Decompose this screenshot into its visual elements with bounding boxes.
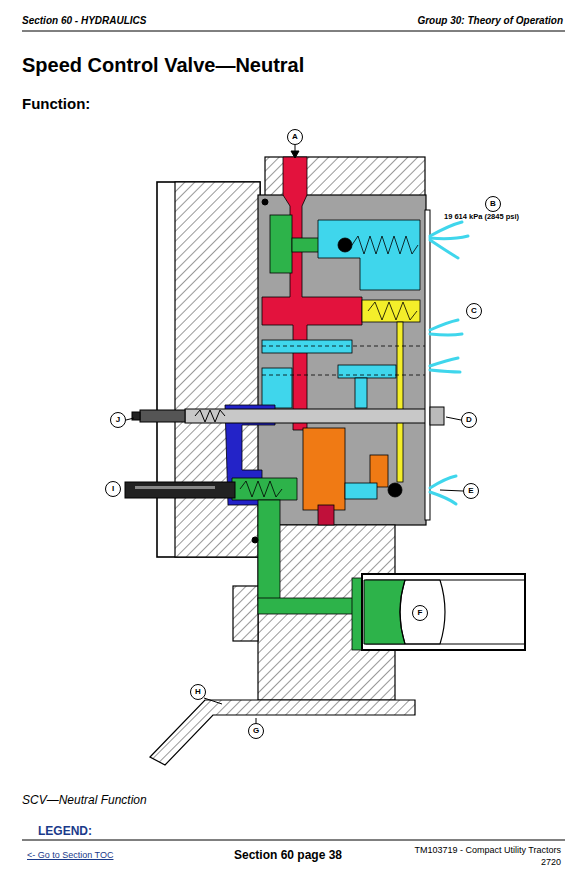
callout-circle: I bbox=[105, 481, 121, 497]
figure-caption: SCV—Neutral Function bbox=[22, 794, 147, 808]
leader-line bbox=[126, 145, 463, 723]
spool-and-fittings bbox=[185, 409, 430, 423]
page-id: 2720 bbox=[541, 857, 561, 867]
cylinder bbox=[362, 574, 525, 650]
oil-splash bbox=[430, 320, 458, 330]
pressure-passages bbox=[388, 483, 402, 497]
page-title: Speed Control Valve—Neutral bbox=[22, 54, 304, 77]
section-heading: Function: bbox=[22, 95, 90, 112]
pressure-passages bbox=[355, 378, 367, 408]
callout-circle: E bbox=[463, 483, 479, 499]
header-text: Section 60 - HYDRAULICS bbox=[22, 15, 146, 27]
leader-line bbox=[440, 490, 463, 491]
header-text: Group 30: Theory of Operation bbox=[417, 15, 563, 27]
oil-splash bbox=[430, 476, 456, 488]
spool-and-fittings bbox=[135, 486, 215, 489]
housing bbox=[233, 586, 258, 641]
pressure-passages bbox=[352, 236, 418, 254]
pressure-passages bbox=[258, 500, 280, 600]
oil-splash bbox=[430, 240, 458, 258]
manual-id: TM103719 - Compact Utility Tractors bbox=[414, 845, 561, 855]
pressure-passages bbox=[338, 365, 396, 378]
pressure-passages bbox=[262, 375, 425, 376]
callout-letter: B bbox=[490, 200, 496, 208]
callout-circle: J bbox=[110, 412, 126, 428]
pressure-passages bbox=[262, 340, 352, 353]
cylinder bbox=[364, 580, 405, 644]
spool-and-fittings bbox=[195, 410, 225, 422]
callout-letter: D bbox=[466, 416, 472, 424]
pressure-passages bbox=[370, 455, 388, 487]
oil-splash bbox=[430, 358, 458, 366]
oil-splash bbox=[430, 236, 468, 239]
callout-letter: C bbox=[471, 307, 477, 315]
spool-and-fittings bbox=[430, 407, 444, 425]
pressure-passages bbox=[303, 428, 345, 510]
pressure-passages bbox=[338, 238, 352, 252]
oil-splash bbox=[430, 370, 460, 372]
page-rules bbox=[22, 840, 565, 841]
pressure-passages bbox=[232, 478, 297, 500]
callout-circle: F bbox=[412, 605, 428, 621]
oil-splash bbox=[430, 222, 468, 504]
oil-splash bbox=[430, 334, 462, 335]
leader-line bbox=[126, 418, 134, 420]
toc-link: <- Go to Section TOC bbox=[27, 850, 113, 860]
pressure-passages bbox=[318, 505, 334, 525]
spool-and-fittings bbox=[125, 199, 444, 543]
callout-circle: H bbox=[190, 684, 206, 700]
pressure-passages bbox=[262, 157, 362, 430]
oil-splash bbox=[430, 222, 462, 236]
spool-and-fittings bbox=[262, 199, 268, 205]
spool-and-fittings bbox=[125, 482, 235, 498]
spool-and-fittings bbox=[132, 412, 140, 420]
pressure-passages bbox=[270, 215, 292, 273]
callout-letter: G bbox=[253, 727, 259, 735]
callout-letter: A bbox=[292, 133, 298, 141]
pressure-passages bbox=[362, 300, 420, 322]
callout-circle: D bbox=[461, 412, 477, 428]
leader-line bbox=[446, 417, 461, 420]
leader-line bbox=[291, 151, 299, 158]
page-rules bbox=[22, 31, 565, 840]
legend-heading: LEGEND: bbox=[38, 825, 92, 839]
housing bbox=[150, 157, 426, 765]
pressure-passages bbox=[368, 302, 417, 320]
housing bbox=[258, 195, 426, 525]
callout-letter: J bbox=[116, 416, 120, 424]
housing bbox=[150, 700, 415, 765]
callout-circle: B bbox=[485, 196, 501, 212]
pressure-value: 19 614 kPa (2845 psi) bbox=[444, 213, 519, 222]
spool-and-fittings bbox=[252, 537, 258, 543]
leader-line bbox=[204, 698, 222, 704]
callout-circle: C bbox=[466, 303, 482, 319]
page-number: Section 60 page 38 bbox=[234, 849, 342, 863]
pressure-passages bbox=[240, 481, 282, 497]
cylinder bbox=[400, 580, 445, 644]
spool-and-fittings bbox=[140, 410, 185, 422]
pressure-passages bbox=[262, 346, 425, 347]
callout-letter: I bbox=[112, 485, 114, 493]
pressure-passages bbox=[258, 598, 362, 614]
callout-letter: F bbox=[418, 609, 423, 617]
oil-splash bbox=[430, 492, 456, 504]
pressure-passages bbox=[262, 368, 292, 408]
pressure-passages bbox=[345, 483, 377, 499]
cylinder bbox=[362, 574, 525, 650]
page-rules bbox=[22, 31, 565, 32]
pressure-passages bbox=[318, 220, 420, 290]
callout-letter: H bbox=[195, 688, 201, 696]
callout-letter: E bbox=[468, 487, 473, 495]
callout-circle: A bbox=[287, 129, 303, 145]
callout-circle: G bbox=[248, 723, 264, 739]
